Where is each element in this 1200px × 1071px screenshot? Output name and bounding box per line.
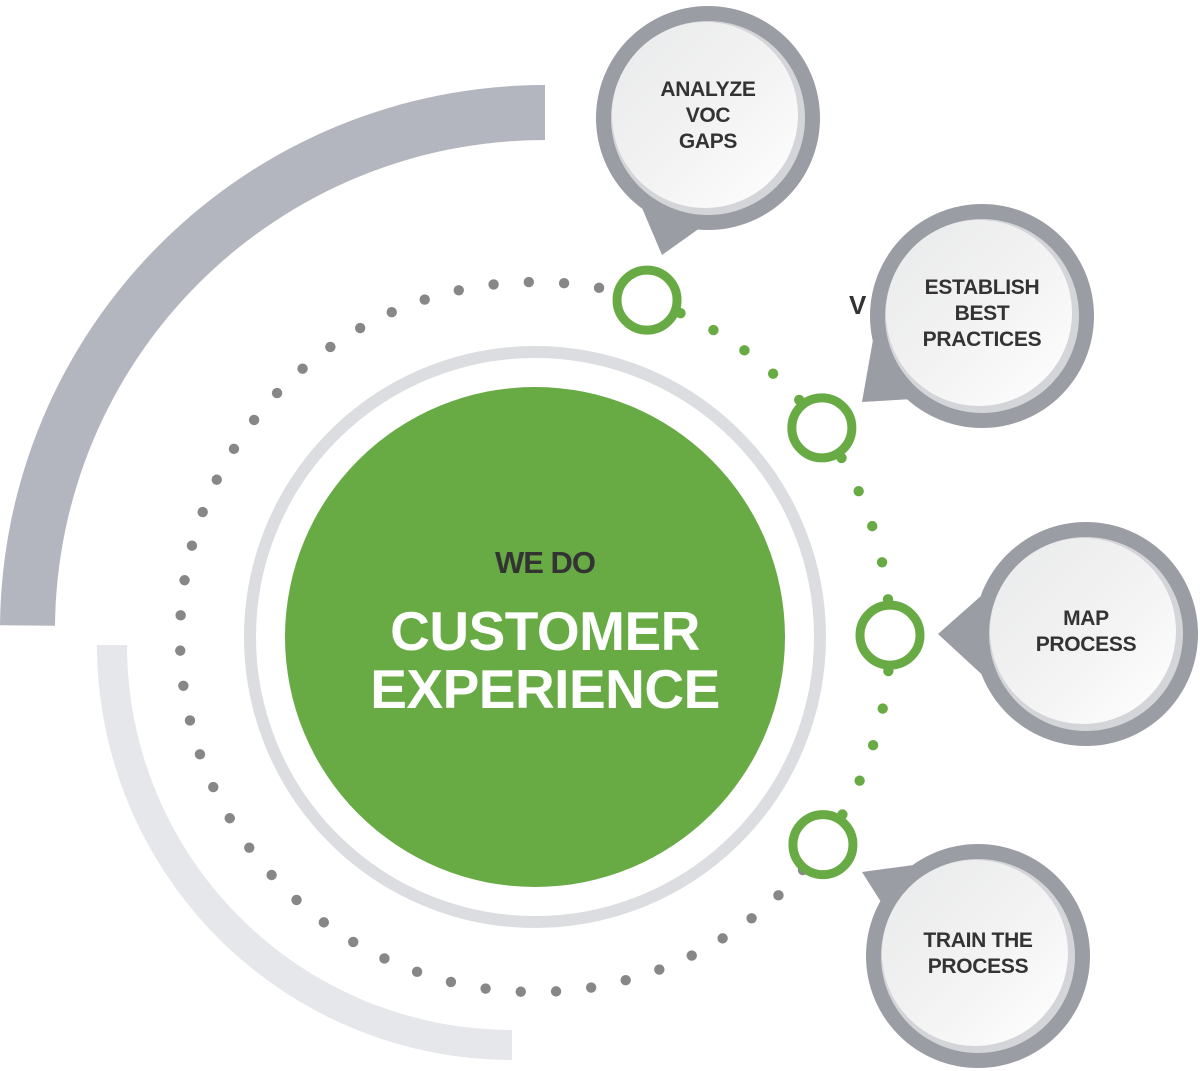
orbit-dot-gray [746, 913, 757, 924]
orbit-dot-gray [488, 279, 499, 290]
orbit-dot-green [853, 485, 864, 497]
orbit-dot-gray [717, 933, 728, 944]
orbit-dot-gray [297, 363, 308, 374]
bubble-face [990, 538, 1176, 724]
orbit-dot-green [877, 703, 888, 714]
orbit-dot-gray [354, 322, 366, 334]
orbit-dot-green [708, 324, 719, 336]
center-title-line-1: CUSTOMER [390, 600, 700, 662]
orbit-dot-gray [550, 986, 562, 997]
orbit-dot-gray [379, 953, 390, 964]
orbit-dot-gray [480, 983, 491, 994]
orbit-dot-gray [515, 986, 526, 997]
step-bubbles [596, 6, 1198, 1068]
orbit-dot-gray [175, 645, 186, 656]
step-label-establish-best-practices: ESTABLISH BEST PRACTICES [922, 276, 1042, 351]
step-label-analyze-voc-gaps: ANALYZE VOC GAPS [660, 78, 756, 153]
orbit-dot-gray [179, 575, 190, 586]
orbit-dot-gray [178, 680, 189, 691]
step-label-train-the-process: TRAIN THE PROCESS [923, 929, 1033, 978]
inner-ring [244, 346, 826, 928]
center-circle [285, 387, 785, 887]
orbit-dot-gray [620, 975, 631, 986]
orbit-dot-gray [266, 869, 277, 881]
orbit-dot-gray [654, 964, 665, 975]
orbit-dot-gray [773, 890, 784, 901]
orbit-dot-gray [686, 950, 697, 961]
orbit-dot-gray [419, 294, 430, 305]
bubble-train-the-process [862, 844, 1090, 1068]
bubble-map-process [938, 522, 1198, 746]
orbit-dot-gray [228, 443, 240, 455]
orbit-dot-green [867, 740, 879, 751]
decorative-arcs [0, 85, 545, 1060]
orbit-dot-green [867, 520, 878, 532]
orbit-dot-green [854, 775, 865, 786]
center-title-line-2: EXPERIENCE [370, 658, 720, 720]
bubble-face [612, 22, 798, 208]
node-establish-best-practices [787, 393, 857, 463]
orbit-dot-gray [348, 936, 359, 948]
bubble-establish-best-practices [862, 204, 1094, 428]
orbit-dot-gray [248, 414, 260, 426]
node-train-the-process [788, 810, 858, 880]
orbit-dot-gray [184, 715, 196, 726]
orbit-dot-green [739, 345, 750, 356]
orbit-dot-gray [523, 276, 535, 288]
orbit-dot-gray [411, 966, 423, 978]
orbit-dot-green [876, 557, 888, 568]
outer-light-arc [97, 645, 512, 1060]
orbit-dot-gray [197, 506, 208, 518]
orbit-dot-gray [291, 894, 302, 906]
step-label-map-process: MAP PROCESS [1035, 607, 1137, 656]
orbit-dot-gray [453, 285, 464, 296]
orbit-nodes [612, 265, 925, 880]
orbit-dot-gray [318, 917, 330, 928]
orbit-dot-gray [208, 781, 219, 793]
partially-hidden-text: V [849, 290, 867, 320]
node-analyze-voc-gaps [612, 265, 682, 335]
orbit-dot-green [767, 368, 779, 379]
bubble-face [886, 220, 1072, 406]
outer-dark-arc [0, 85, 545, 626]
orbit-dot-gray [558, 277, 570, 289]
orbit-dot-gray [244, 842, 255, 853]
orbit-dot-gray [194, 749, 206, 760]
orbit-dot-gray [386, 306, 397, 318]
bubble-analyze-voc-gaps [596, 6, 820, 255]
orbit-dot-gray [325, 341, 336, 353]
orbit-dot-gray [271, 387, 283, 399]
orbit-dot-gray [211, 474, 222, 485]
orbit-dot-gray [585, 982, 597, 993]
node-map-process [855, 600, 925, 670]
orbit-dot-gray [175, 610, 186, 621]
orbit-dot-gray [224, 813, 235, 824]
orbit-dot-gray [186, 540, 198, 551]
center-title: CUSTOMER EXPERIENCE [335, 602, 755, 718]
center-subtitle: WE DO [494, 545, 596, 580]
bubble-face [882, 860, 1068, 1046]
orbit-dot-gray [593, 282, 605, 294]
orbit-dot-gray [445, 976, 457, 988]
